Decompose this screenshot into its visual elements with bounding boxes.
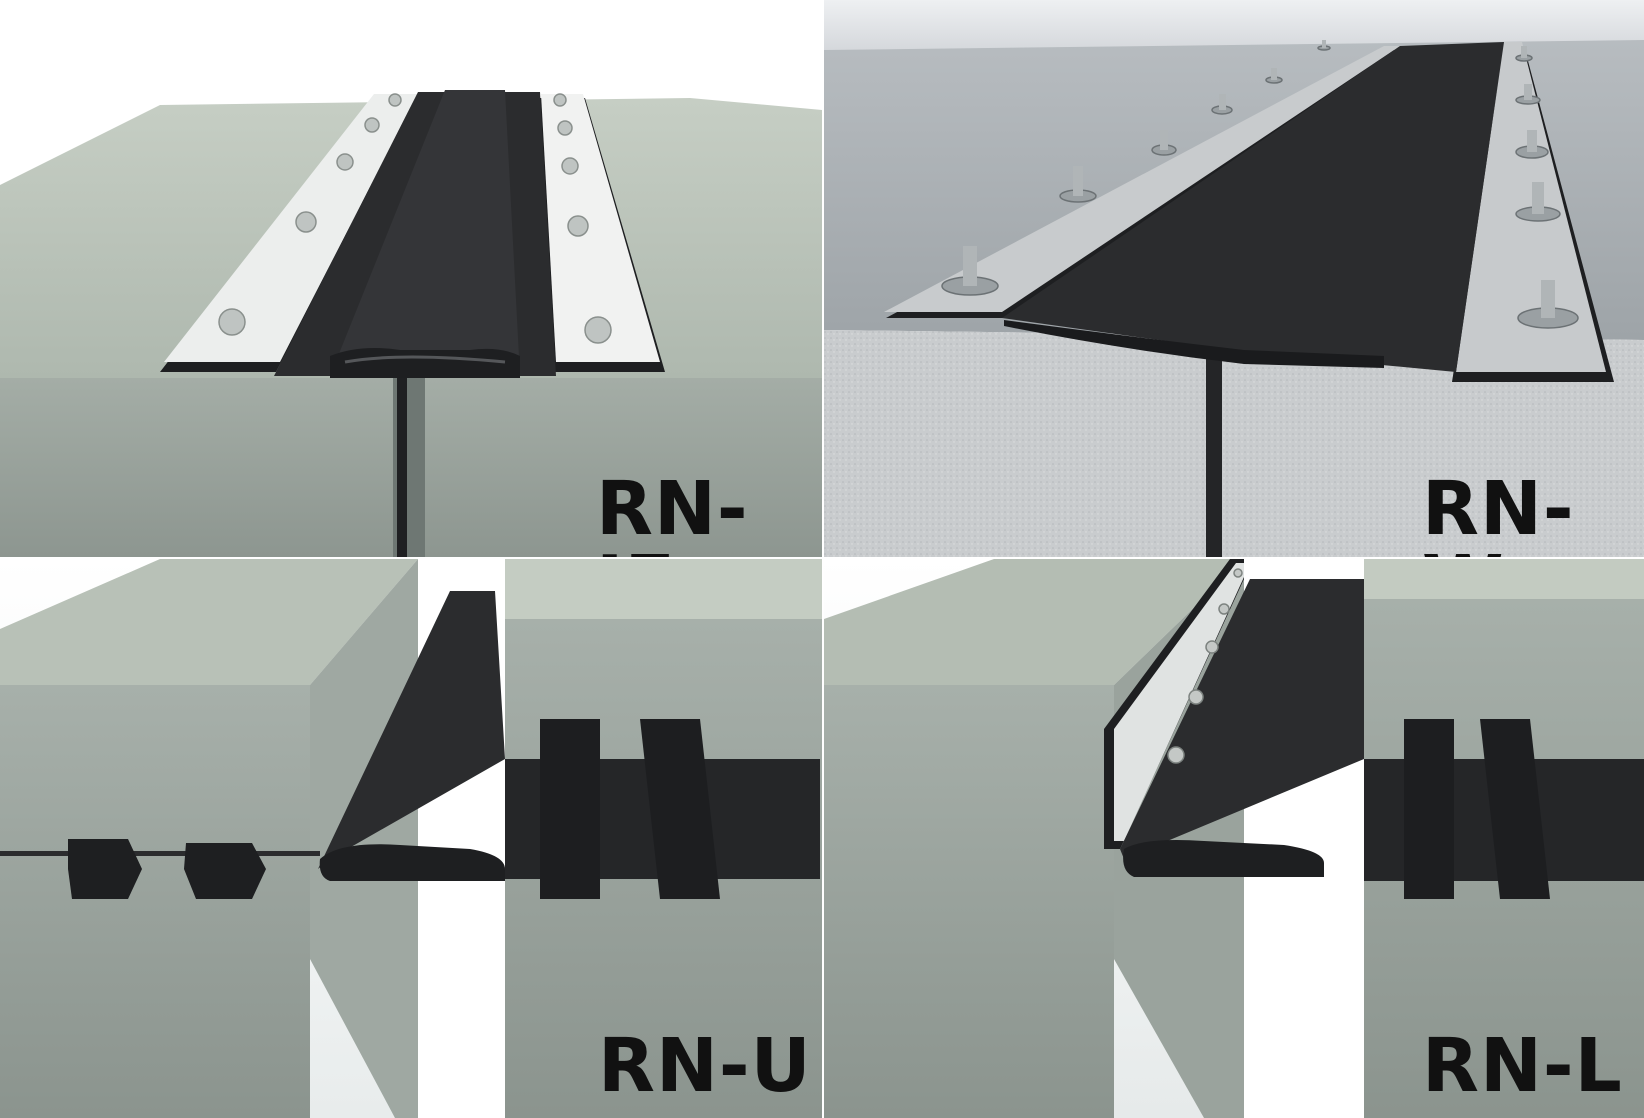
panel-rn-jf: RN-JF [0, 0, 822, 557]
rn-w-illustration [824, 0, 1644, 557]
product-label-rn-jf: RN-JF [596, 466, 749, 557]
panel-rn-u: RN-U [0, 559, 822, 1118]
product-label-rn-u: RN-U [598, 1023, 812, 1109]
rn-l-illustration [824, 559, 1644, 1118]
product-label-rn-w: RN-W [1422, 466, 1575, 557]
rn-u-illustration [0, 559, 822, 1118]
panel-rn-l: RN-L [824, 559, 1644, 1118]
rn-jf-illustration [0, 0, 822, 557]
product-label-rn-l: RN-L [1422, 1023, 1623, 1109]
panel-rn-w: RN-W [824, 0, 1644, 557]
